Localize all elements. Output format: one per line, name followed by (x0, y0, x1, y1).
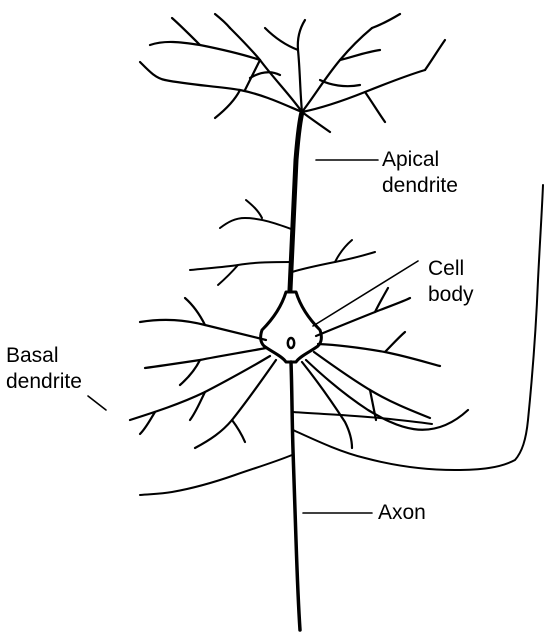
oblique-dendrites (190, 200, 375, 285)
apical-dendrite-trunk (290, 112, 302, 290)
basal-dendrite-label-line2: dendrite (6, 370, 82, 394)
cell-body-label-line1: Cell (428, 257, 464, 281)
axon-trunk (291, 362, 300, 630)
basal-dendrites-left (130, 298, 276, 448)
apical-tuft (140, 14, 445, 132)
cell-body-label-line2: body (428, 283, 474, 307)
apical-dendrite-label-line2: dendrite (382, 174, 458, 198)
axon-label: Axon (378, 501, 426, 525)
basal-dendrites-right (302, 288, 468, 448)
apical-dendrite-label-line1: Apical (382, 148, 439, 172)
basal-dendrite-label-line1: Basal (6, 344, 59, 368)
basal-leader (88, 396, 106, 410)
nucleus (288, 338, 294, 348)
cell-body-outline (261, 292, 322, 362)
